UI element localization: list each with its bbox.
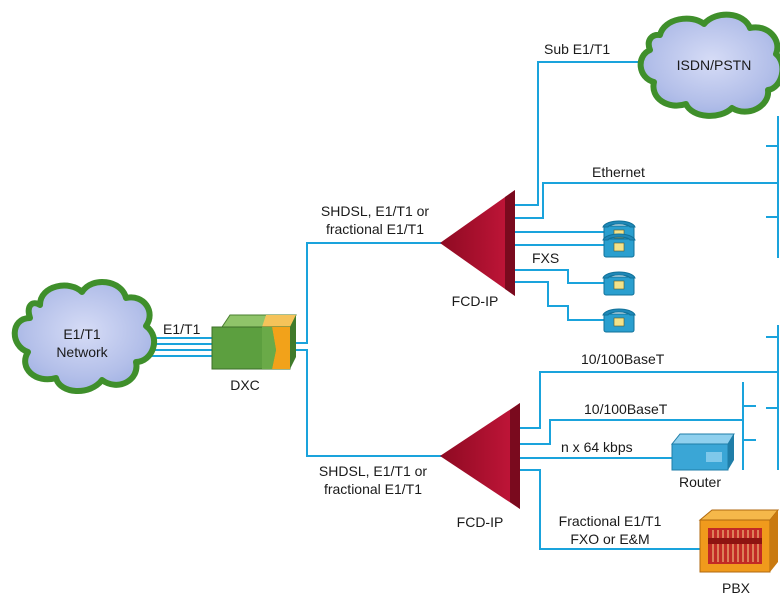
fractional-label-1: Fractional E1/T1 bbox=[559, 513, 662, 529]
router-device: Router bbox=[670, 433, 735, 490]
fcd-ip-bottom-device: FCD-IP bbox=[440, 403, 520, 530]
e1t1-link-label: E1/T1 bbox=[163, 321, 201, 337]
lan-b-label: 10/100BaseT bbox=[584, 401, 668, 417]
fractional-label-2: FXO or E&M bbox=[570, 531, 649, 547]
link-fractional bbox=[520, 469, 700, 550]
link-fxs-phone-4 bbox=[515, 281, 605, 321]
link-labels: E1/T1 SHDSL, E1/T1 or fractional E1/T1 S… bbox=[163, 41, 668, 547]
ethernet-label: Ethernet bbox=[592, 164, 645, 180]
link-lan-b bbox=[520, 419, 743, 445]
router-label: Router bbox=[679, 474, 721, 490]
phones bbox=[602, 220, 636, 333]
fcd-ip-top-device: FCD-IP bbox=[440, 190, 515, 309]
isdn-pstn-cloud: ISDN/PSTN bbox=[637, 11, 780, 119]
isdn-pstn-label: ISDN/PSTN bbox=[677, 57, 752, 73]
connection-lines bbox=[140, 61, 779, 550]
phone-icon bbox=[602, 308, 636, 333]
top-uplink-label-1: SHDSL, E1/T1 or bbox=[321, 203, 429, 219]
fcd-ip-bottom-label: FCD-IP bbox=[457, 514, 504, 530]
link-fxs-phone-3 bbox=[515, 269, 605, 284]
sub-e1t1-label: Sub E1/T1 bbox=[544, 41, 610, 57]
lan-a-label: 10/100BaseT bbox=[581, 351, 665, 367]
e1t1-network-cloud: E1/T1 Network bbox=[11, 278, 158, 395]
n64-label: n x 64 kbps bbox=[561, 439, 633, 455]
e1t1-network-label-1: E1/T1 bbox=[63, 326, 101, 342]
dxc-label: DXC bbox=[230, 377, 260, 393]
top-uplink-label-2: fractional E1/T1 bbox=[326, 221, 424, 237]
link-lan-a bbox=[520, 371, 778, 429]
link-sub-e1t1 bbox=[515, 61, 650, 206]
bottom-uplink-label-2: fractional E1/T1 bbox=[324, 481, 422, 497]
link-dxc-fcd-top bbox=[293, 242, 453, 344]
fxs-label: FXS bbox=[532, 250, 559, 266]
link-ethernet bbox=[515, 182, 778, 219]
link-dxc-fcd-bottom bbox=[293, 349, 453, 457]
pbx-device: PBX bbox=[698, 509, 780, 596]
e1t1-network-label-2: Network bbox=[56, 344, 108, 360]
phone-icon bbox=[602, 233, 636, 258]
bottom-uplink-label-1: SHDSL, E1/T1 or bbox=[319, 463, 427, 479]
dxc-device: DXC bbox=[211, 314, 297, 393]
fcd-ip-top-label: FCD-IP bbox=[452, 293, 499, 309]
pbx-label: PBX bbox=[722, 580, 751, 596]
phone-icon bbox=[602, 271, 636, 296]
